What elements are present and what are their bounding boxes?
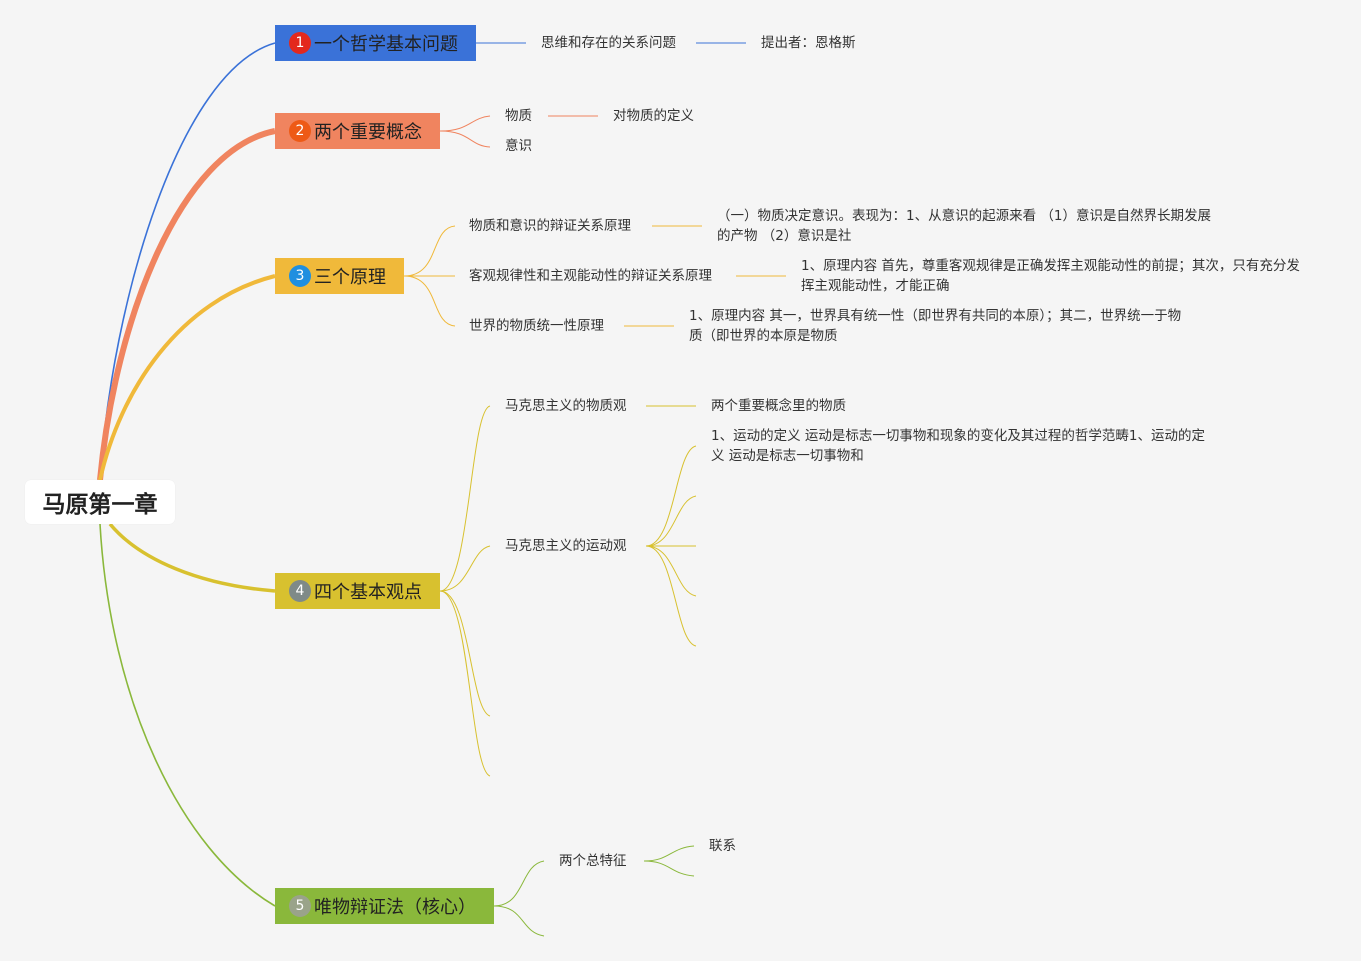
number-badge-icon: 1 <box>289 32 311 54</box>
branch-5-topic[interactable]: 5 唯物辩证法（核心） <box>275 888 494 924</box>
edge-root-branch-2 <box>97 128 276 481</box>
number-badge-icon: 5 <box>289 895 311 917</box>
branch-3-topic[interactable]: 3 三个原理 <box>275 258 404 294</box>
number-badge-icon: 3 <box>289 265 311 287</box>
branch-4-title: 四个基本观点 <box>314 582 422 603</box>
branch-3-child-3[interactable]: 世界的物质统一性原理 <box>469 318 604 334</box>
branch-4-child-2[interactable]: 马克思主义的运动观 <box>505 538 627 554</box>
branch-4-topic[interactable]: 4 四个基本观点 <box>275 573 440 609</box>
branch-3-child-2-leaf[interactable]: 1、原理内容 首先，尊重客观规律是正确发挥主观能动性的前提；其次，只有充分发挥主… <box>801 258 1300 294</box>
branch-4-child-2-leaf[interactable]: 1、运动的定义 运动是标志一切事物和现象的变化及其过程的哲学范畴1、运动的定义 … <box>711 428 1205 464</box>
number-badge-icon: 4 <box>289 580 311 602</box>
branch-5-child-1[interactable]: 两个总特征 <box>559 853 627 869</box>
branch-5-child-1-leaf[interactable]: 联系 <box>709 838 736 854</box>
edge-root-branch-4 <box>108 522 276 593</box>
branch-4-child-1-leaf[interactable]: 两个重要概念里的物质 <box>711 398 846 414</box>
branch-3-child-1-leaf[interactable]: （一）物质决定意识。表现为：1、从意识的起源来看 （1）意识是自然界长期发展的产… <box>717 208 1211 244</box>
branch-2-child-1-leaf[interactable]: 对物质的定义 <box>613 108 694 124</box>
branch-3-child-1[interactable]: 物质和意识的辩证关系原理 <box>469 218 631 234</box>
branch-3-title: 三个原理 <box>314 267 386 288</box>
branch-1-child-1[interactable]: 思维和存在的关系问题 <box>541 35 676 51</box>
root-topic[interactable]: 马原第一章 <box>25 480 175 524</box>
edge-root-branch-3 <box>98 274 276 481</box>
branch-2-child-2[interactable]: 意识 <box>505 138 532 154</box>
branch-2-child-1[interactable]: 物质 <box>505 108 532 124</box>
branch-1-title: 一个哲学基本问题 <box>314 34 458 55</box>
branch-3-child-2[interactable]: 客观规律性和主观能动性的辩证关系原理 <box>469 268 712 284</box>
branch-1-child-1-leaf[interactable]: 提出者：恩格斯 <box>761 35 856 51</box>
branch-4-child-1[interactable]: 马克思主义的物质观 <box>505 398 627 414</box>
branch-2-topic[interactable]: 2 两个重要概念 <box>275 113 440 149</box>
branch-2-title: 两个重要概念 <box>314 122 422 143</box>
branch-1-topic[interactable]: 1 一个哲学基本问题 <box>275 25 476 61</box>
branch-5-title: 唯物辩证法（核心） <box>314 897 476 918</box>
branch-3-child-3-leaf[interactable]: 1、原理内容 其一，世界具有统一性（即世界有共同的本原）；其二，世界统一于物质（… <box>689 308 1182 344</box>
edge-root-branch-5 <box>99 523 276 907</box>
number-badge-icon: 2 <box>289 120 311 142</box>
edge-root-branch-1 <box>99 42 276 481</box>
